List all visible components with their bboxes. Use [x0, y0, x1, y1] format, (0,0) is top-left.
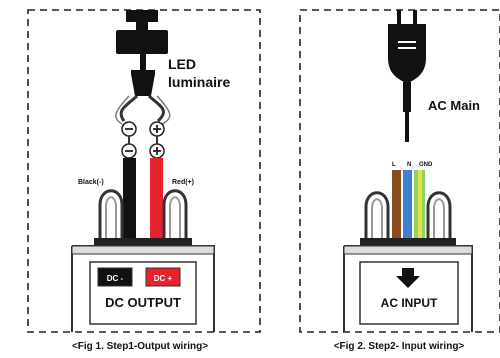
- dc-minus-label: DC -: [107, 274, 124, 283]
- fig1-caption: <Fig 1. Step1-Output wiring>: [72, 341, 208, 352]
- ac-input-label: AC INPUT: [381, 296, 438, 310]
- luminaire-lead-positive: [147, 94, 165, 123]
- ac-main-label: AC Main: [428, 98, 480, 113]
- wire-gnd-label: GND: [419, 162, 433, 168]
- red-wire: [150, 158, 163, 240]
- dc-output-label: DC OUTPUT: [105, 295, 181, 310]
- cable-clamp-left-fig2: [364, 191, 390, 244]
- black-wire: [123, 158, 136, 240]
- black-wire-label: Black(-): [78, 179, 104, 186]
- dc-plus-terminal: [145, 267, 181, 287]
- fig2-input-wiring: AC Main L N GND AC INPUT <Fig 2. Step2- …: [299, 9, 500, 352]
- wire-n-label: N: [407, 162, 411, 168]
- down-arrow-icon: [396, 268, 420, 288]
- dc-minus-terminal: [97, 267, 133, 287]
- cable-clamp-bar-fig2: [360, 238, 456, 246]
- cable-clamp-right: [162, 189, 188, 244]
- red-wire-label: Red(+): [172, 179, 194, 186]
- ac-plug-icon: [388, 10, 426, 142]
- cable-clamp-left: [98, 189, 124, 244]
- luminaire-lead-negative: [119, 94, 139, 122]
- luminaire-label-led: LED: [168, 56, 196, 72]
- wire-l-label: L: [392, 162, 396, 168]
- fig2-caption: <Fig 2. Step2- Input wiring>: [334, 341, 465, 352]
- green-wire-gnd: [414, 170, 418, 240]
- cable-clamp-bar: [94, 238, 192, 246]
- led-luminaire-icon: [116, 10, 168, 96]
- dc-plus-label: DC +: [154, 274, 173, 283]
- cable-clamp-right-fig2: [426, 191, 452, 244]
- fig1-output-wiring: LED luminaire Black(-) Red(+): [27, 9, 261, 352]
- brown-wire-l: [392, 170, 401, 240]
- luminaire-label-luminaire: luminaire: [168, 74, 230, 90]
- blue-wire-n: [403, 170, 412, 240]
